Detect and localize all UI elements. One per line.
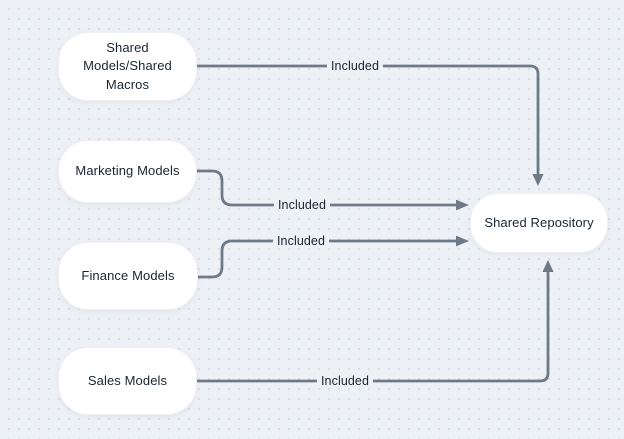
- node-sales-models: Sales Models: [58, 347, 197, 415]
- node-shared-models-macros: Shared Models/Shared Macros: [58, 32, 197, 101]
- edge-label-included: Included: [326, 59, 384, 73]
- node-finance-models: Finance Models: [58, 242, 198, 310]
- arrowhead-up-icon: [542, 260, 554, 272]
- edge-label-included: Included: [273, 198, 331, 212]
- node-label: Shared Repository: [484, 214, 594, 230]
- edge-label-included: Included: [316, 374, 374, 388]
- edge-shared-models-to-repository: [197, 64, 540, 174]
- edge-sales-to-repository: [197, 272, 550, 383]
- edge-marketing-to-repository: [196, 169, 456, 207]
- node-label: Marketing Models: [75, 163, 180, 179]
- arrowhead-right-icon: [456, 199, 469, 211]
- edge-finance-to-repository: [197, 239, 456, 279]
- arrowhead-down-icon: [532, 174, 544, 186]
- node-shared-repository: Shared Repository: [470, 193, 608, 253]
- node-label: Shared Models/Shared Macros: [83, 40, 172, 92]
- node-marketing-models: Marketing Models: [58, 140, 197, 203]
- arrowhead-right-icon: [456, 235, 469, 247]
- node-label: Sales Models: [87, 372, 168, 388]
- node-label: Finance Models: [81, 267, 175, 283]
- edge-label-included: Included: [272, 234, 330, 248]
